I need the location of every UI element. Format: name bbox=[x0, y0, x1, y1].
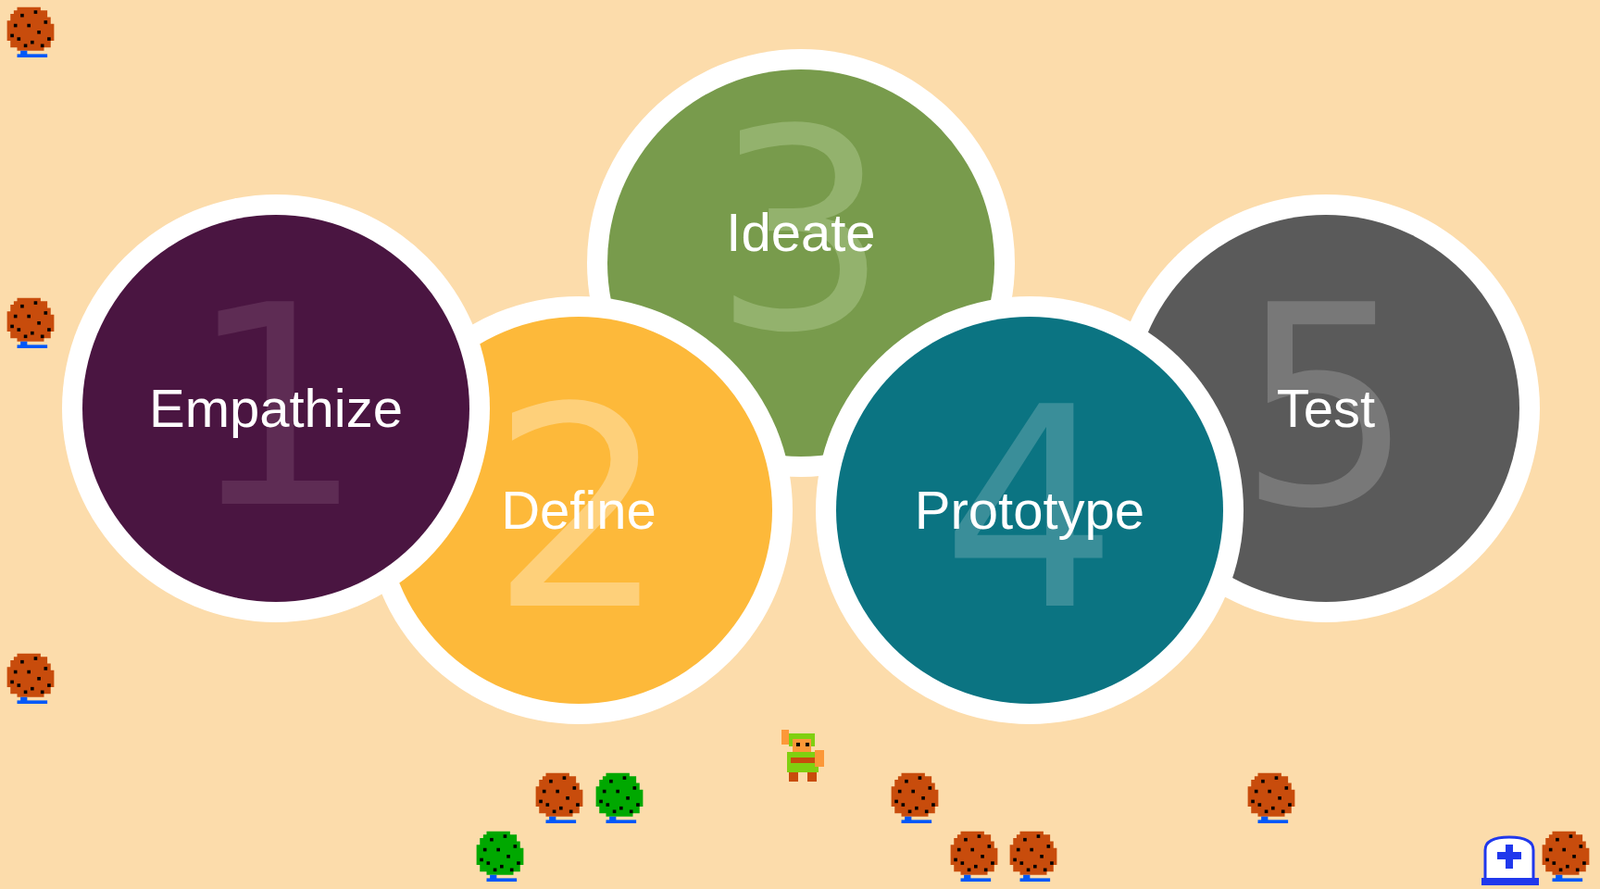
circle-fill bbox=[385, 316, 773, 704]
circle-fill bbox=[836, 316, 1224, 704]
circle-fill bbox=[1132, 214, 1520, 602]
pixel-tree bbox=[7, 298, 55, 349]
white-ring bbox=[1112, 194, 1540, 623]
pixel-tree bbox=[596, 773, 644, 824]
pixel-tree bbox=[891, 773, 939, 824]
pixel-tree bbox=[1542, 831, 1590, 882]
white-ring bbox=[62, 194, 490, 623]
label-wrap: Empathize bbox=[62, 194, 490, 623]
stage-label: Prototype bbox=[914, 480, 1145, 540]
stage-label: Define bbox=[500, 480, 657, 540]
stage-label: Ideate bbox=[725, 202, 875, 263]
label-wrap: Prototype bbox=[815, 296, 1244, 725]
stage-circle: 4Prototype bbox=[815, 296, 1244, 725]
pixel-tree bbox=[950, 831, 999, 882]
pixel-tree bbox=[536, 773, 584, 824]
circle-fill bbox=[82, 214, 470, 602]
pixel-tree bbox=[7, 653, 55, 704]
white-ring bbox=[815, 296, 1244, 725]
pixel-tree bbox=[1010, 831, 1058, 882]
pixel-grave bbox=[1481, 837, 1539, 886]
stage-label: Empathize bbox=[149, 378, 403, 438]
pixel-tree bbox=[1248, 773, 1296, 824]
pixel-hero bbox=[781, 729, 825, 782]
stage-circle: 1Empathize bbox=[62, 194, 490, 623]
pixel-tree bbox=[476, 831, 525, 882]
pixel-tree bbox=[7, 7, 55, 58]
white-ring bbox=[364, 296, 793, 725]
pixel-trees bbox=[7, 7, 1590, 882]
stage-label: Test bbox=[1276, 378, 1375, 438]
